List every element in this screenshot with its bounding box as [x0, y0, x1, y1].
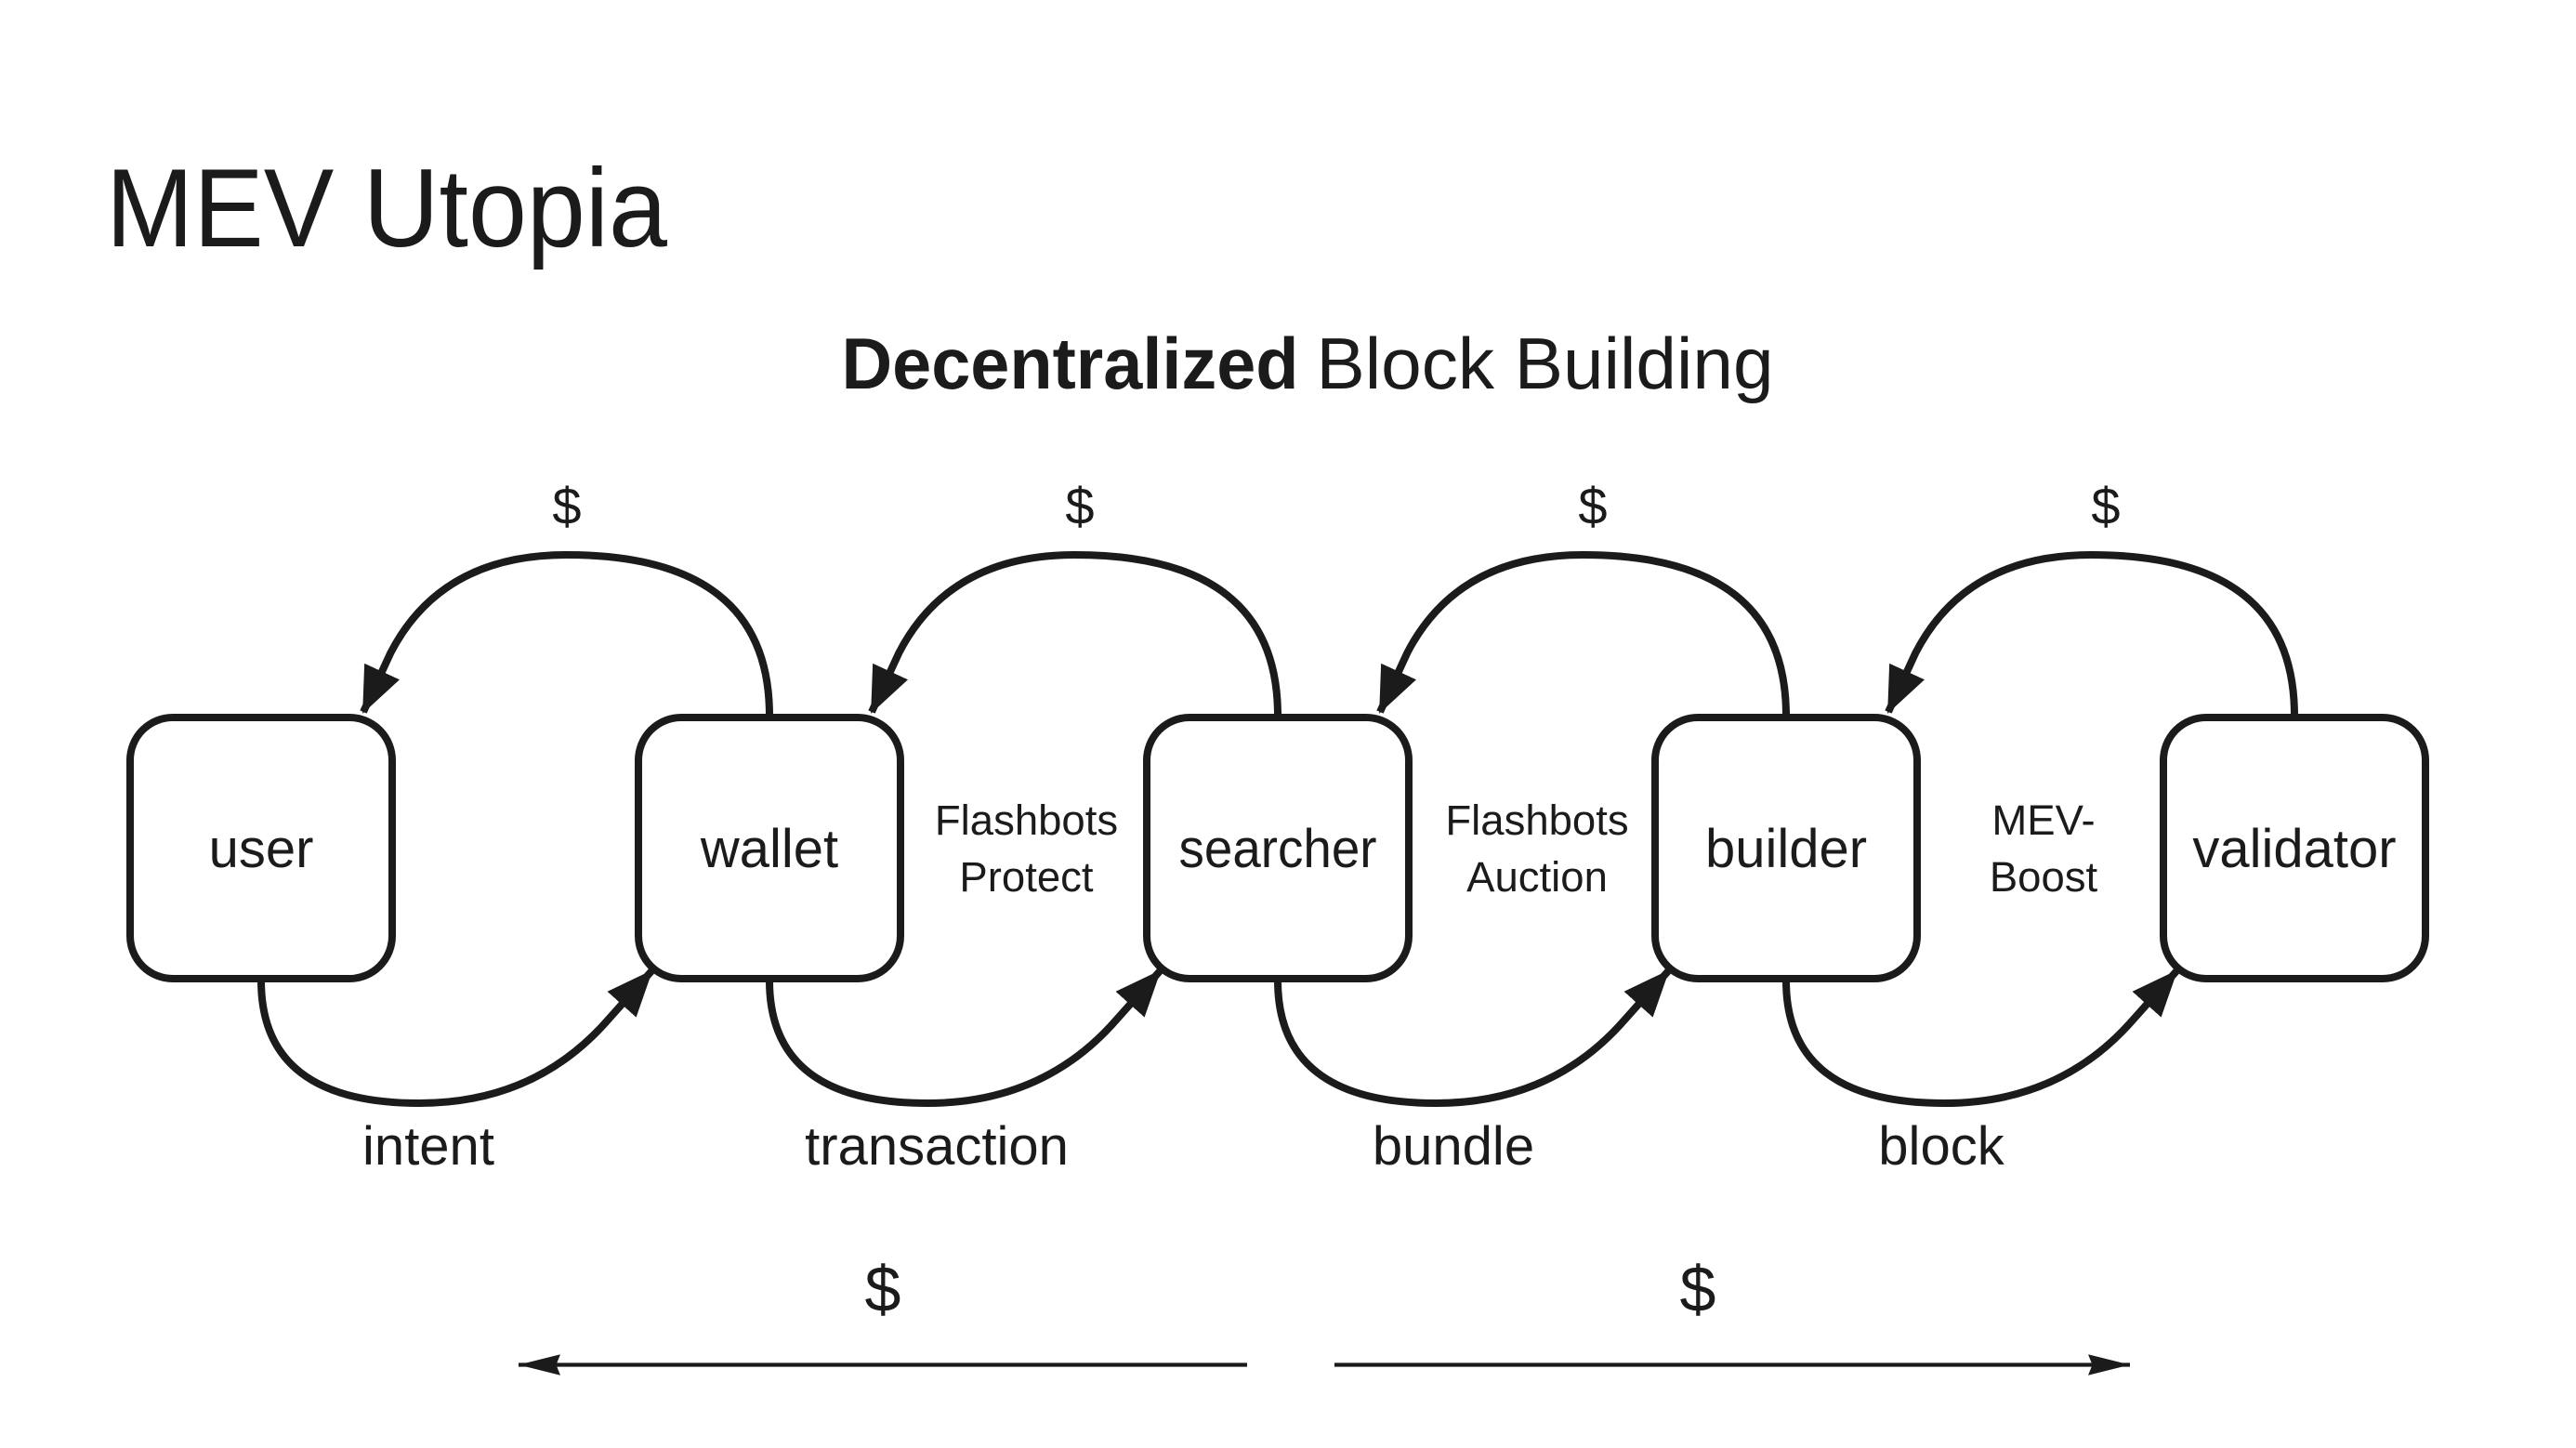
svg-text:validator: validator — [2192, 819, 2396, 879]
svg-text:searcher: searcher — [1179, 819, 1377, 879]
svg-text:Protect: Protect — [959, 853, 1094, 901]
svg-text:transaction: transaction — [805, 1116, 1069, 1177]
svg-text:Block Building: Block Building — [1317, 323, 1774, 404]
svg-text:Flashbots: Flashbots — [1445, 796, 1628, 844]
svg-text:$: $ — [2091, 477, 2120, 535]
svg-text:wallet: wallet — [700, 819, 838, 879]
svg-text:block: block — [1878, 1116, 2004, 1177]
svg-text:Auction: Auction — [1466, 853, 1608, 901]
svg-text:$: $ — [1680, 1253, 1716, 1325]
svg-text:MEV Utopia: MEV Utopia — [106, 146, 667, 270]
svg-text:$: $ — [552, 477, 581, 535]
svg-text:$: $ — [1065, 477, 1094, 535]
svg-text:bundle: bundle — [1373, 1116, 1534, 1177]
svg-text:Decentralized: Decentralized — [842, 323, 1299, 404]
svg-text:intent: intent — [362, 1116, 494, 1177]
svg-text:Flashbots: Flashbots — [935, 796, 1118, 844]
svg-text:$: $ — [1578, 477, 1607, 535]
svg-text:$: $ — [865, 1253, 901, 1325]
svg-text:builder: builder — [1705, 819, 1867, 879]
svg-text:MEV-: MEV- — [1991, 796, 2095, 844]
svg-text:user: user — [209, 819, 314, 879]
svg-text:Boost: Boost — [1990, 853, 2098, 901]
